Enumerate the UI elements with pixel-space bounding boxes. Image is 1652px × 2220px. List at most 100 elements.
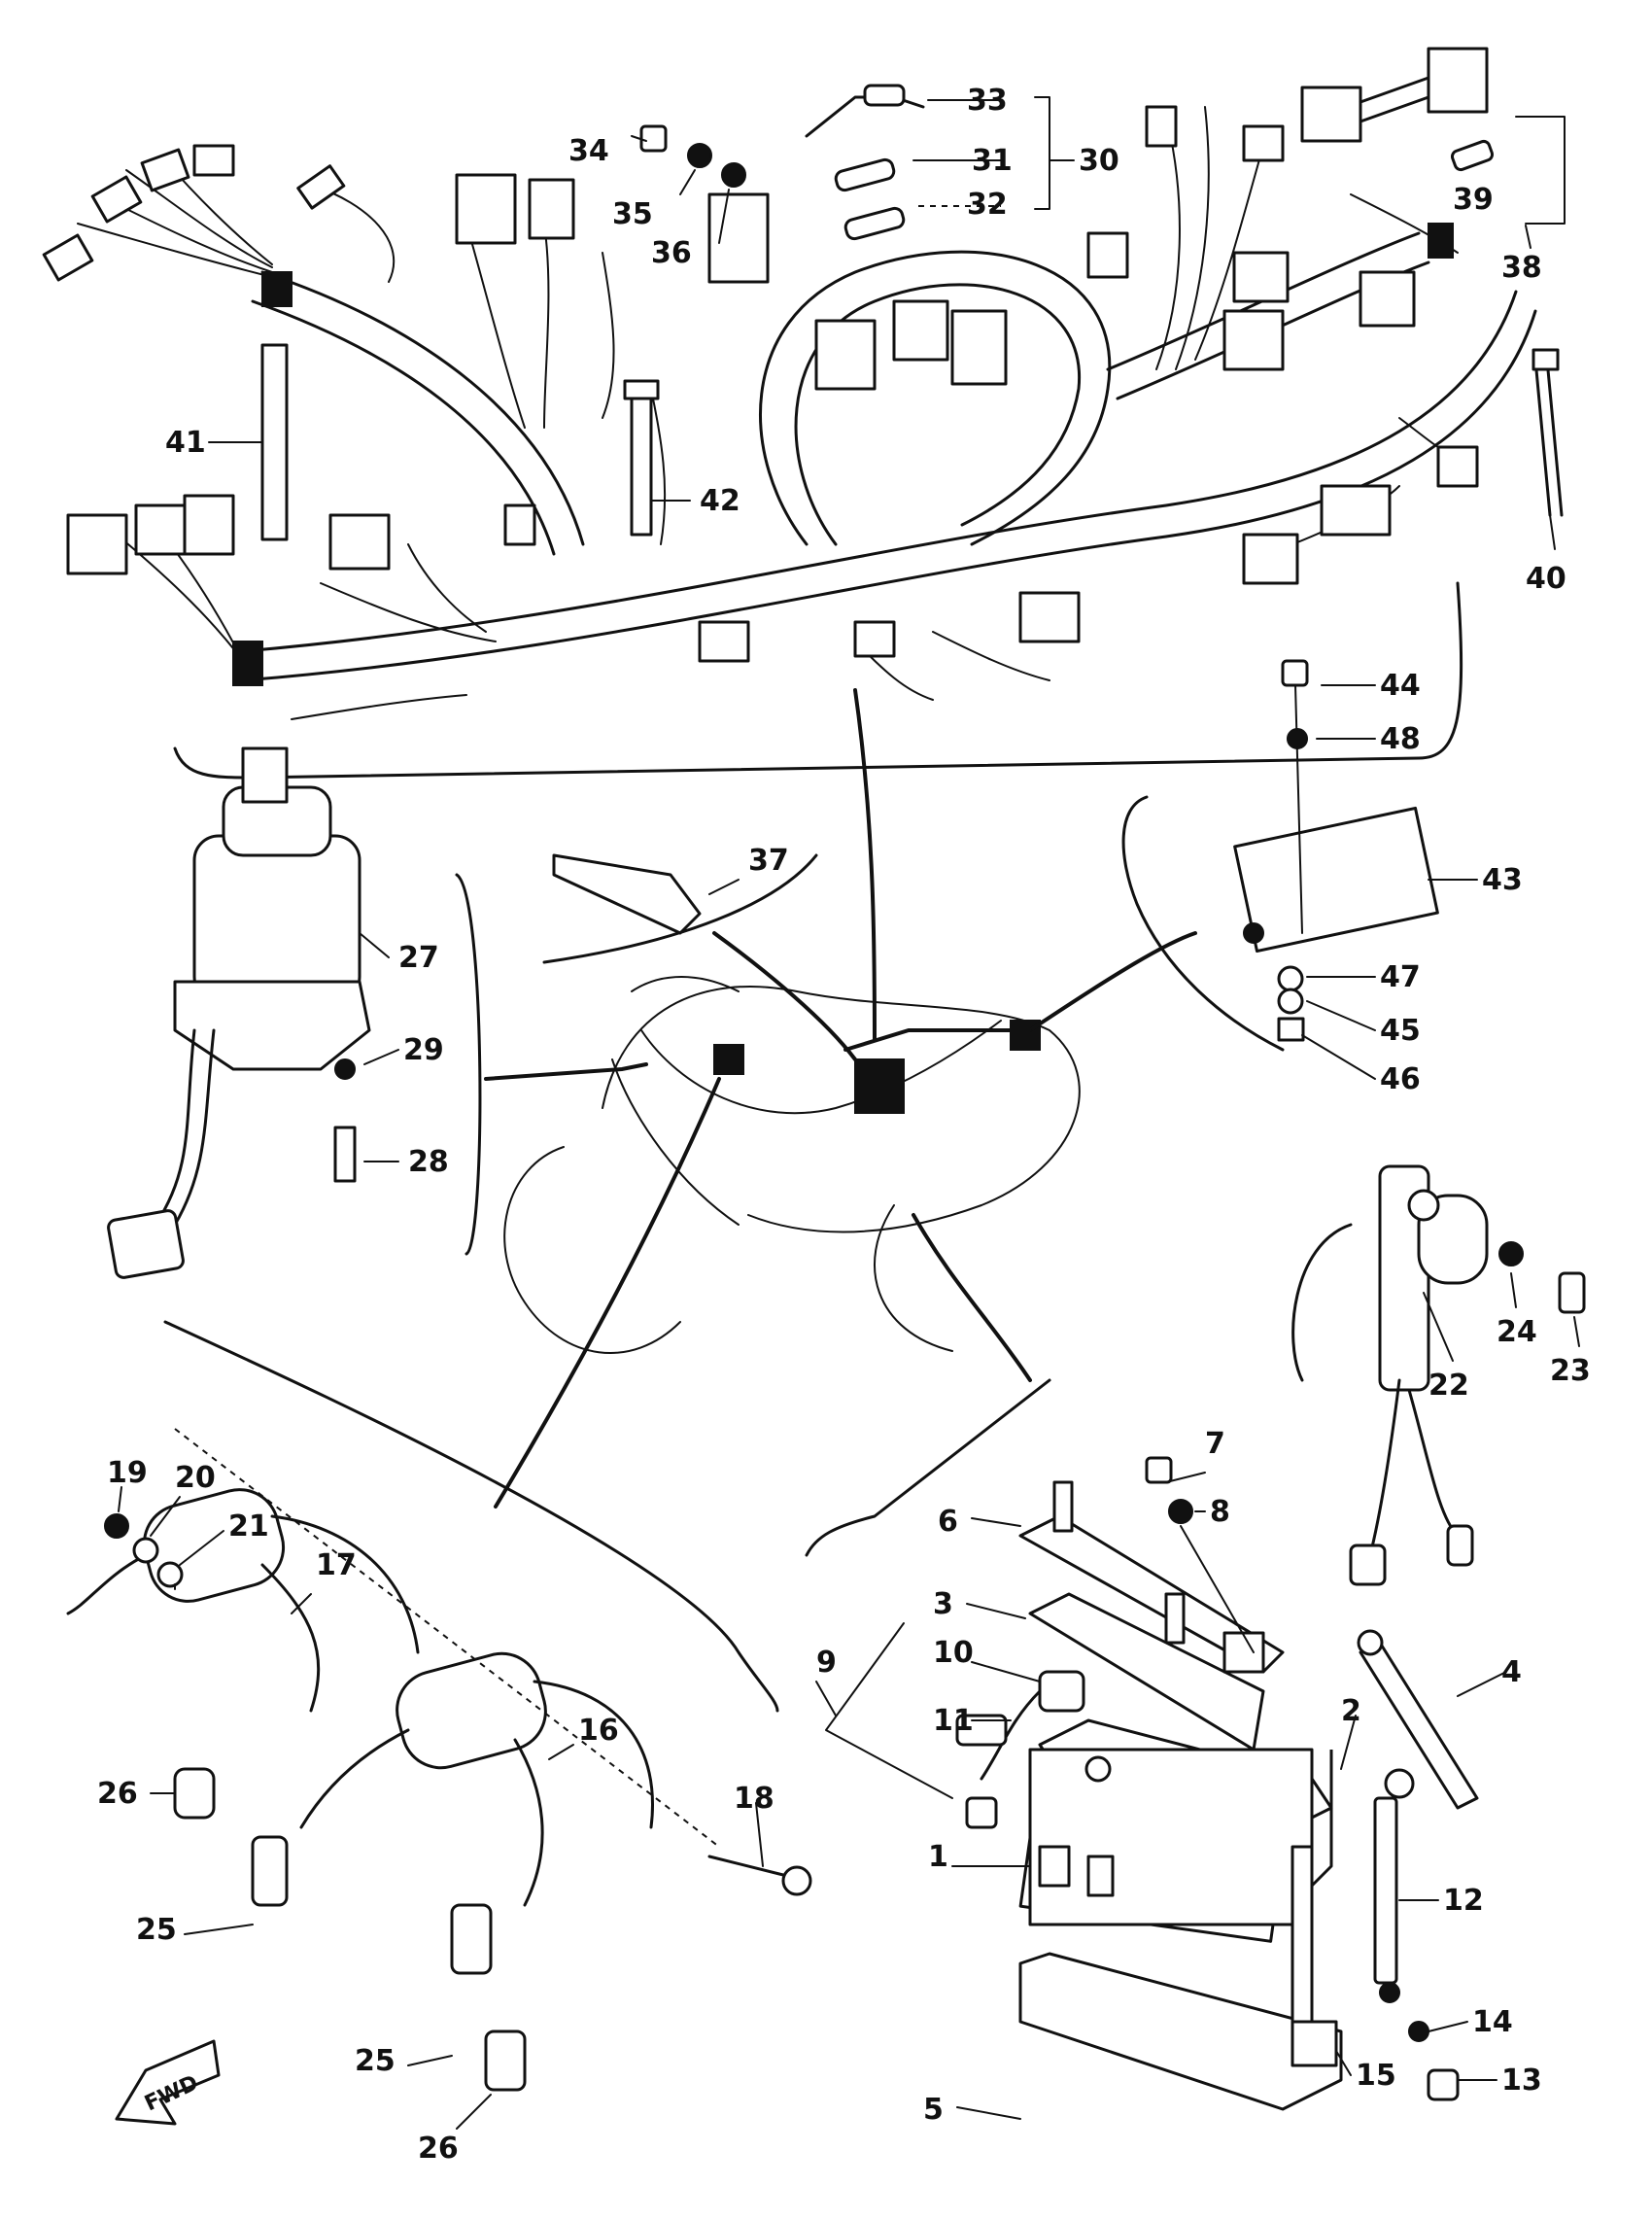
washer <box>1277 988 1304 1015</box>
fuse <box>955 1714 1008 1747</box>
connector <box>528 178 575 240</box>
connector <box>107 1209 185 1279</box>
connector <box>707 192 770 284</box>
nut <box>1498 1241 1524 1266</box>
washer <box>1277 965 1304 992</box>
igniter-unit <box>1233 806 1439 954</box>
plug-cap <box>251 1835 289 1907</box>
connector <box>140 148 190 192</box>
callout-34: 34 <box>568 134 609 168</box>
callout-24: 24 <box>1497 1315 1537 1349</box>
washer <box>156 1561 184 1588</box>
battery <box>1028 1748 1314 1926</box>
wire-harness <box>42 105 1537 780</box>
callout-21: 21 <box>228 1509 269 1544</box>
callout-43: 43 <box>1482 863 1523 897</box>
callout-2: 2 <box>1341 1694 1361 1728</box>
callout-37: 37 <box>748 844 789 878</box>
plug-cap <box>484 2029 527 2092</box>
connector <box>892 299 949 362</box>
collar <box>1277 1017 1305 1042</box>
callout-27: 27 <box>398 941 439 975</box>
connector <box>1436 445 1479 488</box>
connector <box>66 513 128 575</box>
callout-7: 7 <box>1205 1427 1225 1461</box>
bolt <box>1427 2068 1460 2101</box>
connector <box>1145 105 1178 148</box>
battery-holder <box>1028 1592 1265 1752</box>
callout-14: 14 <box>1472 2005 1513 2039</box>
callout-22: 22 <box>1428 1369 1469 1403</box>
relay-group <box>1300 47 1566 249</box>
connector <box>1320 484 1392 537</box>
connector <box>296 164 346 210</box>
callout-6: 6 <box>938 1505 958 1539</box>
callout-46: 46 <box>1380 1062 1421 1096</box>
main-switch-group <box>107 746 648 1279</box>
callout-39: 39 <box>1453 183 1494 217</box>
relay-location <box>854 1058 905 1114</box>
callout-26b: 26 <box>418 2132 459 2166</box>
ignition-coil <box>396 1651 547 1770</box>
connector <box>455 173 517 245</box>
connector <box>1232 251 1290 303</box>
tape-band <box>1428 223 1454 259</box>
callout-33: 33 <box>967 84 1008 118</box>
callout-17: 17 <box>316 1548 357 1582</box>
connector <box>950 309 1008 386</box>
fuse <box>834 157 896 192</box>
callout-5: 5 <box>923 2093 944 2127</box>
callout-47: 47 <box>1380 960 1421 994</box>
igniter-group <box>1121 659 1478 1080</box>
callout-28: 28 <box>408 1145 449 1179</box>
negative-lead <box>1359 1641 1479 1810</box>
washer <box>334 1058 356 1080</box>
connector <box>1222 309 1285 371</box>
connector <box>192 144 235 177</box>
nut <box>104 1513 129 1539</box>
harness-location <box>713 1044 744 1075</box>
strap-41 <box>208 343 289 541</box>
callout-1: 1 <box>928 1840 948 1874</box>
screw <box>1145 1456 1173 1484</box>
callout-45: 45 <box>1380 1014 1421 1048</box>
callout-48: 48 <box>1380 722 1421 756</box>
connector <box>42 233 94 282</box>
callout-3: 3 <box>933 1587 953 1621</box>
tape-band <box>261 271 293 307</box>
callout-25a: 25 <box>136 1913 177 1947</box>
bracket <box>552 853 702 935</box>
connector <box>1242 533 1299 585</box>
callout-35: 35 <box>612 197 653 231</box>
relay-socket <box>1427 47 1489 114</box>
fuse-holder <box>863 84 906 107</box>
connector <box>134 503 187 556</box>
tape-band <box>232 641 263 686</box>
screw <box>639 124 668 153</box>
fwd-arrow <box>115 2039 221 2126</box>
callout-11: 11 <box>933 1704 974 1738</box>
connector-bracket <box>1378 1164 1430 1392</box>
callout-20: 20 <box>175 1461 216 1495</box>
bracket-group <box>542 853 818 964</box>
callout-19: 19 <box>107 1456 148 1490</box>
main-switch <box>192 834 361 1003</box>
fuse <box>843 206 906 241</box>
bolt <box>1281 659 1309 687</box>
bolt <box>781 1865 812 1896</box>
washer <box>1168 1499 1193 1524</box>
connector <box>1018 591 1081 643</box>
callout-29: 29 <box>403 1033 444 1067</box>
battery-group <box>805 1213 1507 2120</box>
callout-26a: 26 <box>97 1777 138 1811</box>
plug-cap <box>450 1903 493 1975</box>
callout-38: 38 <box>1501 251 1542 285</box>
callout-36: 36 <box>651 236 692 270</box>
breather-pipe <box>1291 1845 1314 2024</box>
callout-40: 40 <box>1526 562 1566 596</box>
connector <box>503 503 536 546</box>
callout-15: 15 <box>1356 2059 1396 2093</box>
nut <box>721 162 746 188</box>
connector <box>328 513 391 571</box>
